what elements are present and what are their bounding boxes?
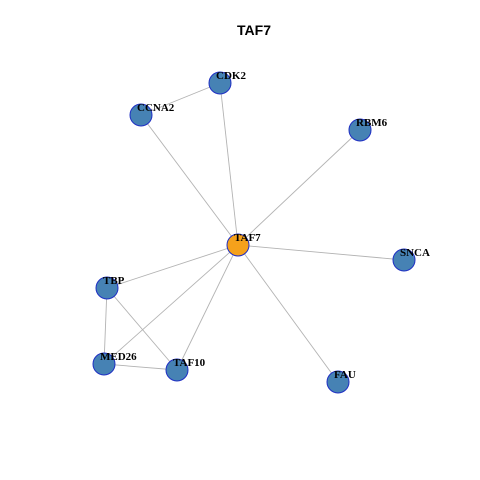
node-snca	[392, 248, 416, 272]
edge-taf7-med26	[103, 244, 239, 365]
node-label-taf10: TAF10	[173, 357, 206, 369]
node-label-tbp: TBP	[103, 275, 125, 287]
node-label-fau: FAU	[334, 369, 356, 381]
node-taf10	[165, 358, 189, 382]
edge-tbp-taf10	[106, 287, 178, 371]
edge-ccna2-cdk2	[140, 82, 221, 116]
edge-taf7-snca	[237, 244, 405, 261]
node-ccna2	[129, 103, 153, 127]
edge-taf7-cdk2	[219, 82, 239, 246]
node-med26	[92, 352, 116, 376]
edge-taf7-tbp	[106, 244, 239, 289]
edges-layer	[103, 82, 405, 383]
node-fau	[326, 370, 350, 394]
edge-taf7-rbm6	[237, 129, 361, 246]
node-label-taf7: TAF7	[234, 232, 261, 244]
node-label-med26: MED26	[100, 351, 137, 363]
node-label-snca: SNCA	[400, 247, 430, 259]
edge-taf7-taf10	[176, 244, 239, 371]
node-tbp	[95, 276, 119, 300]
edge-med26-taf10	[103, 363, 178, 371]
node-taf7	[226, 233, 250, 257]
edge-taf7-ccna2	[140, 114, 239, 246]
node-label-cdk2: CDK2	[216, 70, 246, 82]
edge-taf7-fau	[237, 244, 339, 383]
edge-tbp-med26	[103, 287, 108, 365]
node-label-ccna2: CCNA2	[137, 102, 175, 114]
node-label-rbm6: RBM6	[356, 117, 388, 129]
nodes-layer	[92, 71, 416, 394]
graph-title: TAF7	[237, 22, 271, 38]
node-rbm6	[348, 118, 372, 142]
node-cdk2	[208, 71, 232, 95]
